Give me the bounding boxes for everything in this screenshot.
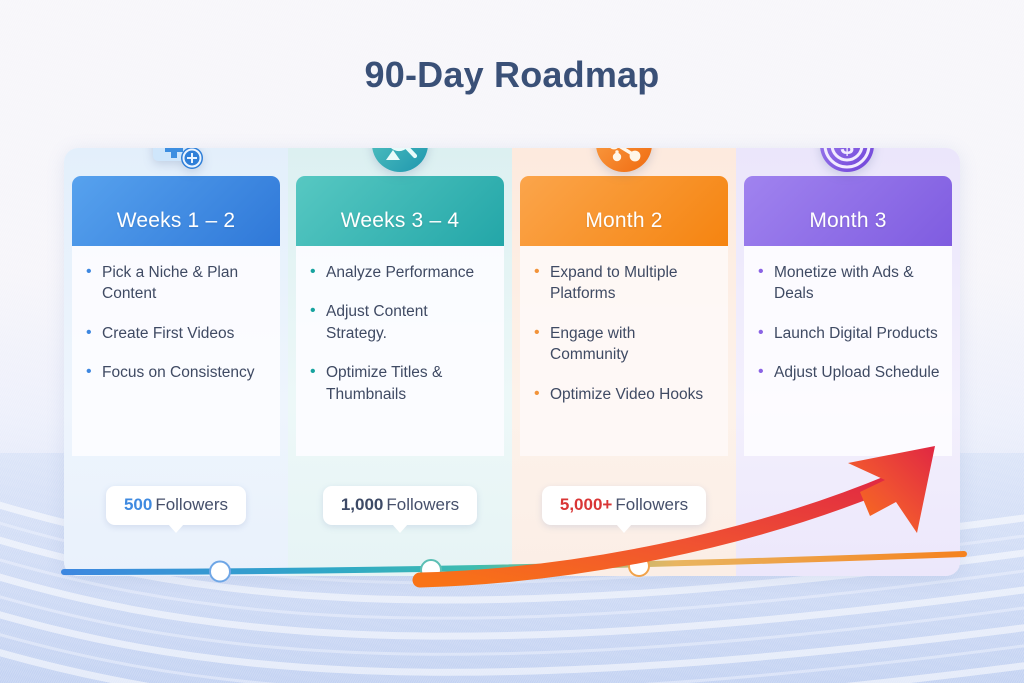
list-item: Engage with Community (534, 322, 716, 366)
column-header-month-3: Month 3 (744, 176, 952, 246)
list-item: Focus on Consistency (86, 361, 268, 383)
page-title: 90-Day Roadmap (364, 54, 660, 95)
bullet-list-weeks-3-4: Analyze Performance Adjust Content Strat… (310, 261, 492, 405)
column-header-weeks-1-2: Weeks 1 – 2 (72, 176, 280, 246)
list-item: Launch Digital Products (758, 322, 940, 344)
column-header-month-2: Month 2 (520, 176, 728, 246)
column-body-month-3: Monetize with Ads & Deals Launch Digital… (744, 246, 952, 456)
list-item: Adjust Upload Schedule (758, 361, 940, 383)
bullet-list-month-2: Expand to Multiple Platforms Engage with… (534, 261, 716, 405)
roadmap-column-month-2: Month 2 Expand to Multiple Platforms Eng… (512, 148, 736, 456)
list-item: Expand to Multiple Platforms (534, 261, 716, 305)
analytics-search-icon (368, 148, 432, 176)
milestone-number: 5,000+ (559, 495, 613, 514)
list-item: Analyze Performance (310, 261, 492, 283)
roadmap-column-weeks-1-2: Weeks 1 – 2 Pick a Niche & Plan Content … (64, 148, 288, 456)
milestone-label: Followers (155, 495, 229, 514)
list-item: Pick a Niche & Plan Content (86, 261, 268, 305)
calendar-plus-icon (144, 148, 208, 176)
share-network-icon (592, 148, 656, 176)
column-body-weeks-1-2: Pick a Niche & Plan Content Create First… (72, 246, 280, 456)
milestone-slot-4 (736, 486, 960, 525)
roadmap-column-weeks-3-4: Weeks 3 – 4 Analyze Performance Adjust C… (288, 148, 512, 456)
milestone-number: 500 (123, 495, 153, 514)
column-header-weeks-3-4: Weeks 3 – 4 (296, 176, 504, 246)
target-dollar-icon: $ (816, 148, 880, 176)
column-body-month-2: Expand to Multiple Platforms Engage with… (520, 246, 728, 456)
milestone-number: 1,000 (340, 495, 384, 514)
milestone-label: Followers (615, 495, 689, 514)
bullet-list-weeks-1-2: Pick a Niche & Plan Content Create First… (86, 261, 268, 384)
svg-text:$: $ (840, 148, 854, 160)
list-item: Monetize with Ads & Deals (758, 261, 940, 305)
list-item: Optimize Titles & Thumbnails (310, 361, 492, 405)
column-body-weeks-3-4: Analyze Performance Adjust Content Strat… (296, 246, 504, 456)
roadmap-column-month-3: $ Month 3 Monetize with Ads & Deals Laun… (736, 148, 960, 456)
list-item: Adjust Content Strategy. (310, 300, 492, 344)
milestone-slot-3: 5,000+Followers (512, 486, 736, 533)
milestone-badge-5000: 5,000+Followers (541, 486, 707, 533)
roadmap-columns: Weeks 1 – 2 Pick a Niche & Plan Content … (64, 148, 960, 456)
bullet-list-month-3: Monetize with Ads & Deals Launch Digital… (758, 261, 940, 384)
list-item: Create First Videos (86, 322, 268, 344)
roadmap-panel: Weeks 1 – 2 Pick a Niche & Plan Content … (64, 148, 960, 576)
milestone-label: Followers (386, 495, 460, 514)
list-item: Optimize Video Hooks (534, 382, 716, 404)
